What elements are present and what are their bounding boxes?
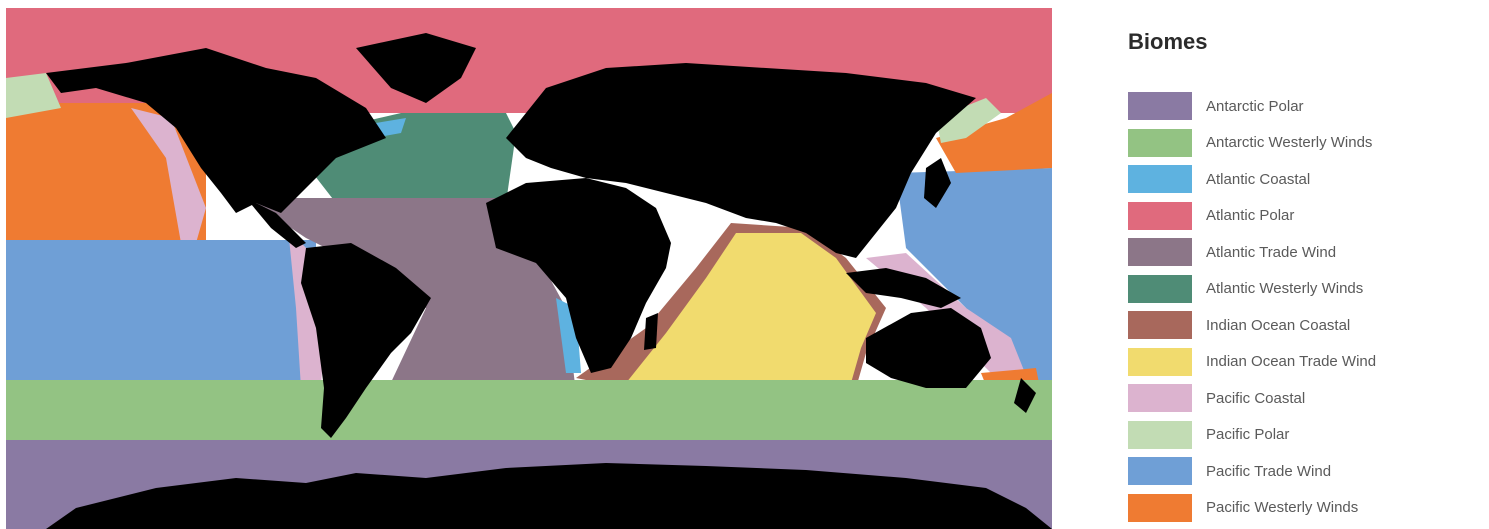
legend-label: Indian Ocean Trade Wind bbox=[1206, 353, 1377, 371]
legend-label: Antarctic Westerly Winds bbox=[1206, 134, 1373, 152]
legend-item: Atlantic Polar bbox=[1128, 198, 1483, 235]
legend-swatch bbox=[1128, 165, 1192, 194]
legend-item: Pacific Polar bbox=[1128, 417, 1483, 454]
land-africa bbox=[486, 178, 671, 373]
legend-swatch bbox=[1128, 493, 1192, 522]
region-pacific-polar-west bbox=[936, 98, 1001, 143]
region-indian-ocean-trade-wind bbox=[626, 233, 876, 383]
legend-label: Atlantic Trade Wind bbox=[1206, 243, 1337, 261]
legend-item: Antarctic Polar bbox=[1128, 88, 1483, 125]
legend-label: Atlantic Coastal bbox=[1206, 170, 1311, 188]
legend-item: Pacific Westerly Winds bbox=[1128, 490, 1483, 527]
legend-title: Biomes bbox=[1128, 29, 1208, 54]
region-pacific-polar-east bbox=[6, 73, 61, 118]
legend-label: Atlantic Polar bbox=[1206, 207, 1295, 225]
land-indonesia bbox=[846, 268, 961, 308]
legend-swatch bbox=[1128, 274, 1192, 303]
legend-swatch bbox=[1128, 347, 1192, 376]
region-pacific-westerly-winds-west bbox=[936, 93, 1052, 173]
region-antarctic-westerly-winds bbox=[6, 380, 1052, 445]
legend-swatch bbox=[1128, 128, 1192, 157]
legend-item: Antarctic Westerly Winds bbox=[1128, 125, 1483, 162]
legend-item: Atlantic Trade Wind bbox=[1128, 234, 1483, 271]
land-antarctica bbox=[46, 463, 1052, 529]
land-south-america bbox=[301, 243, 431, 438]
legend-item: Atlantic Coastal bbox=[1128, 161, 1483, 198]
legend-swatch bbox=[1128, 201, 1192, 230]
land-masses bbox=[46, 33, 1052, 529]
land-greenland bbox=[356, 33, 476, 103]
land-north-america bbox=[46, 48, 386, 213]
legend-swatch bbox=[1128, 384, 1192, 413]
legend-swatch bbox=[1128, 457, 1192, 486]
legend-label: Pacific Westerly Winds bbox=[1206, 499, 1359, 517]
legend-label: Pacific Coastal bbox=[1206, 389, 1306, 407]
legend-swatch bbox=[1128, 238, 1192, 267]
land-madagascar bbox=[644, 313, 658, 350]
land-australia bbox=[866, 308, 991, 388]
region-pacific-coastal-south bbox=[288, 228, 324, 388]
land-japan bbox=[924, 158, 951, 208]
legend-label: Indian Ocean Coastal bbox=[1206, 316, 1351, 334]
legend-label: Pacific Trade Wind bbox=[1206, 462, 1332, 480]
legend-item: Atlantic Westerly Winds bbox=[1128, 271, 1483, 308]
legend-swatch bbox=[1128, 92, 1192, 121]
legend-item: Pacific Trade Wind bbox=[1128, 453, 1483, 490]
land-central-america bbox=[246, 198, 306, 248]
land-europe-asia bbox=[506, 63, 976, 258]
legend-swatch bbox=[1128, 420, 1192, 449]
legend-label: Atlantic Westerly Winds bbox=[1206, 280, 1364, 298]
legend-item: Indian Ocean Trade Wind bbox=[1128, 344, 1483, 381]
legend-label: Antarctic Polar bbox=[1206, 97, 1304, 115]
legend-swatch bbox=[1128, 311, 1192, 340]
legend-item: Indian Ocean Coastal bbox=[1128, 307, 1483, 344]
land-new-zealand bbox=[1014, 378, 1036, 413]
region-pacific-trade-wind-east bbox=[6, 240, 316, 385]
region-pacific-trade-wind-west bbox=[896, 168, 1052, 388]
world-biome-map bbox=[6, 8, 1052, 529]
legend-label: Pacific Polar bbox=[1206, 426, 1290, 444]
region-pacific-coastal-east bbox=[131, 108, 206, 243]
legend-item: Pacific Coastal bbox=[1128, 380, 1483, 417]
